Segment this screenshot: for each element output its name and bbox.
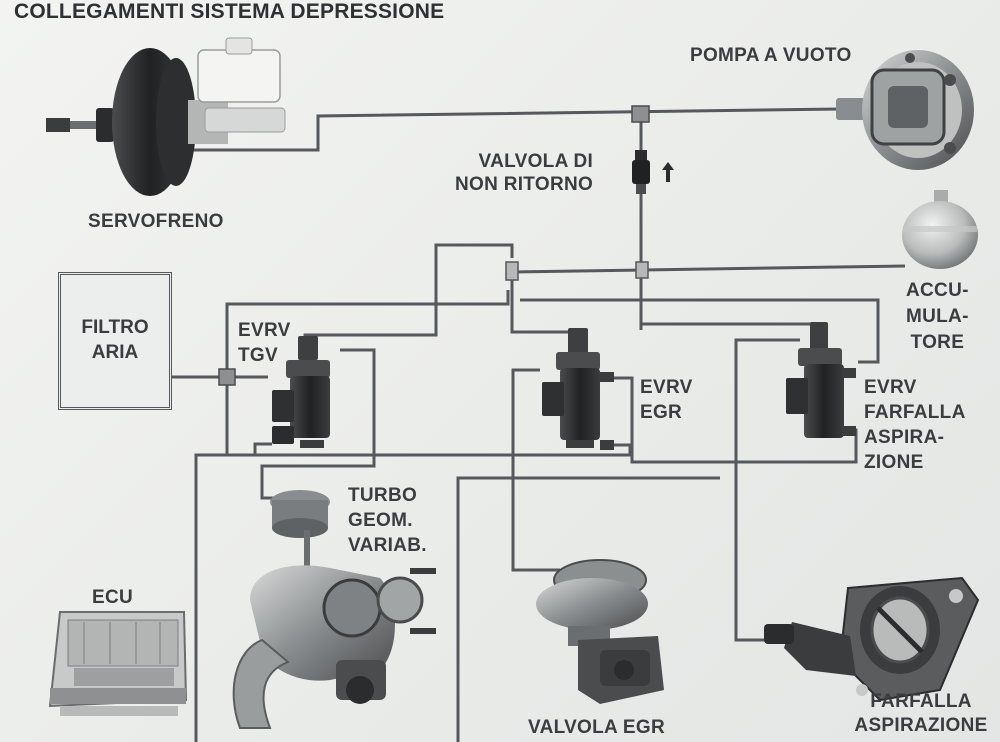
pompa-vuoto-icon <box>836 50 974 170</box>
label-pompa-vuoto: POMPA A VUOTO <box>690 45 852 66</box>
tee-left <box>505 261 519 281</box>
line-accumulator <box>511 264 906 274</box>
line-filter-down <box>225 383 272 457</box>
label-filtro-aria: FILTRO ARIA <box>81 317 149 363</box>
line-tgv-supply <box>303 243 514 348</box>
line-servofreno-pump <box>188 107 841 152</box>
turbo-icon <box>232 490 436 729</box>
check-valve-icon <box>632 150 674 194</box>
page-title: COLLEGAMENTI SISTEMA DEPRESSIONE <box>14 0 445 23</box>
line-egr-out <box>511 368 560 572</box>
label-servofreno: SERVOFRENO <box>88 211 224 232</box>
label-accumulatore: ACCU- MULA- TORE <box>906 280 969 353</box>
line-filter-up <box>225 290 510 370</box>
line-farfalla-out <box>734 338 800 642</box>
filtro-aria-box: FILTRO ARIA <box>58 272 172 410</box>
line-tgv-turbo <box>260 348 376 500</box>
label-valvola-egr: VALVOLA EGR <box>528 717 666 738</box>
line-farfalla-supply <box>639 300 814 335</box>
tee-right <box>635 261 649 279</box>
label-turbo: TURBO GEOM. VARIAB. <box>348 485 427 556</box>
line-ecu-right <box>456 476 720 742</box>
junction-filter <box>218 368 236 386</box>
label-valvola-non-ritorno: VALVOLA DI NON RITORNO <box>455 151 594 195</box>
line-bottom-manifold <box>194 443 632 742</box>
label-evrv-egr: EVRV EGR <box>640 377 693 423</box>
junction-top <box>631 105 650 123</box>
evrv-farfalla-icon <box>786 322 856 438</box>
vacuum-lines <box>170 107 906 742</box>
accumulatore-icon <box>902 190 978 269</box>
label-evrv-farfalla: EVRV FARFALLA ASPIRA- ZIONE <box>864 377 966 473</box>
farfalla-aspirazione-icon <box>764 576 980 702</box>
evrv-tgv-icon <box>272 336 330 448</box>
line-egr-supply <box>510 272 577 340</box>
label-ecu: ECU <box>92 587 134 608</box>
label-evrv-tgv: EVRV TGV <box>238 320 291 366</box>
ecu-icon <box>48 611 188 716</box>
line-upper-return <box>520 298 880 364</box>
valvola-egr-icon <box>536 559 664 704</box>
label-farfalla-aspirazione: FARFALLA ASPIRAZIONE <box>854 691 988 736</box>
evrv-egr-icon <box>542 328 614 450</box>
servofreno-icon <box>46 37 286 196</box>
